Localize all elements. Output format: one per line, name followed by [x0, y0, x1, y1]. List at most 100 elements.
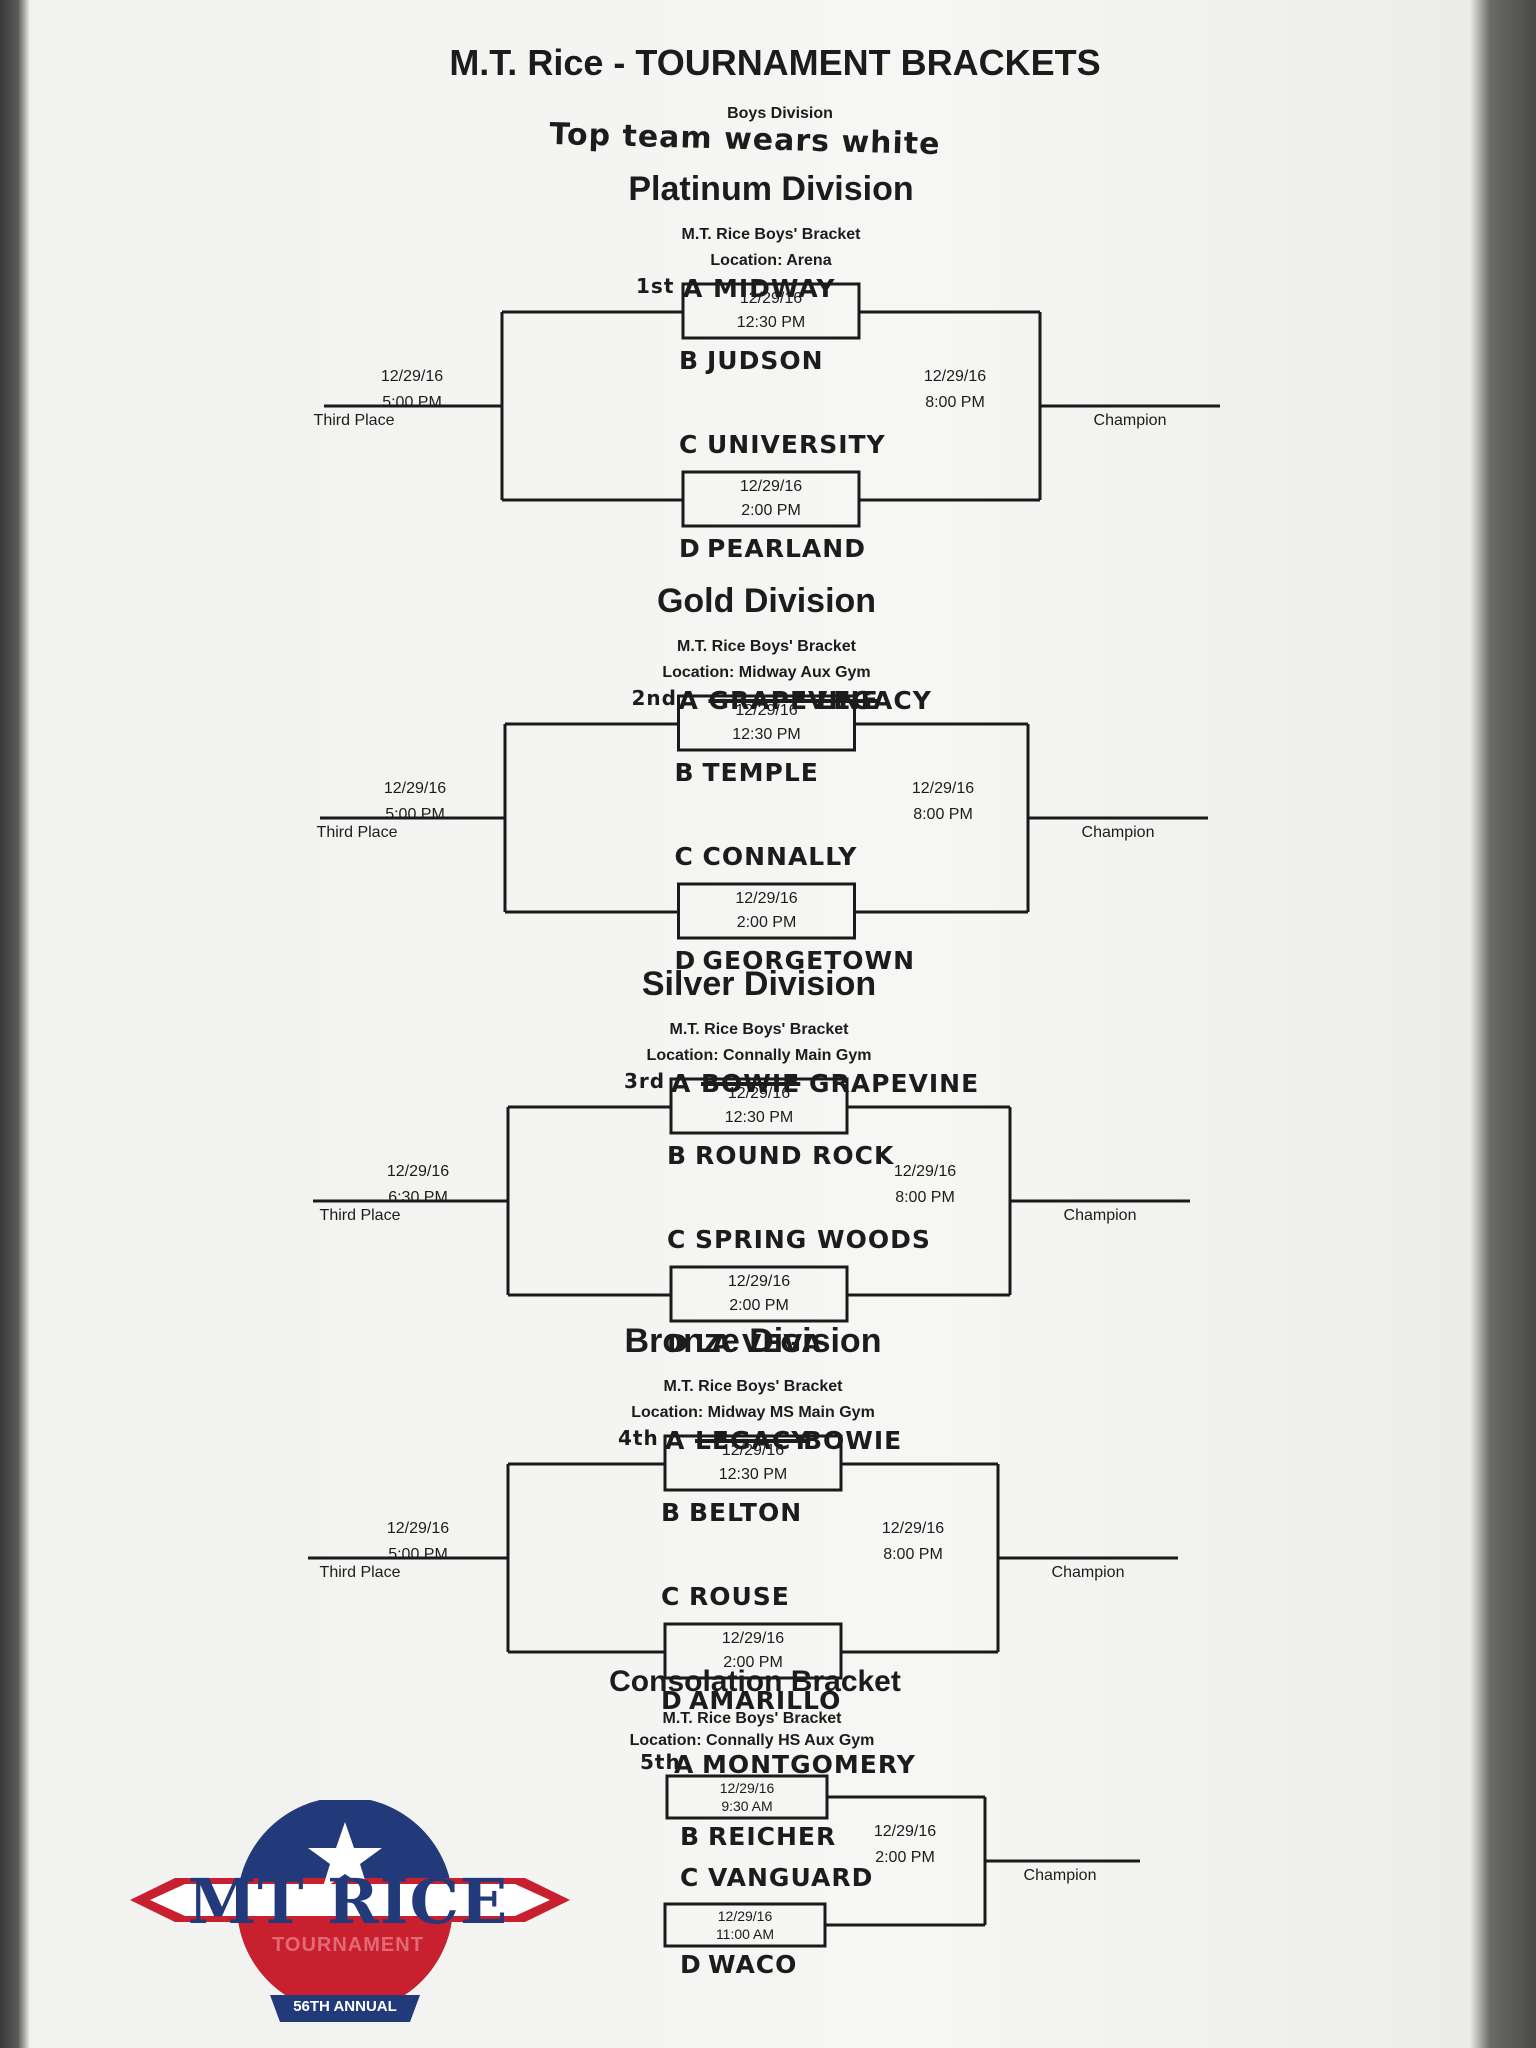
- game-2-date: 12/29/16: [735, 890, 798, 907]
- team-c-prefix: C: [667, 1225, 687, 1254]
- team-a-prefix: A: [671, 1069, 692, 1098]
- third-place-label: Third Place: [319, 1564, 401, 1581]
- location-label: Location: Connally Main Gym: [646, 1047, 872, 1064]
- team-b-prefix: B: [680, 1822, 701, 1851]
- location-label: Location: Arena: [710, 252, 832, 269]
- team-d-prefix: D: [674, 946, 697, 975]
- team-d-prefix: D: [667, 1329, 689, 1358]
- seed-label: 4th: [618, 1426, 659, 1450]
- third-place-label: Third Place: [316, 824, 398, 841]
- team-d-name: LA VEGA: [695, 1329, 823, 1358]
- poster-title: M.T. Rice - TOURNAMENT BRACKETS: [449, 42, 1101, 83]
- bracket-label: M.T. Rice Boys' Bracket: [663, 1378, 843, 1395]
- bracket-label: M.T. Rice Boys' Bracket: [662, 1710, 842, 1727]
- game-2-date: 12/29/16: [721, 1630, 785, 1647]
- champion-label: Champion: [1051, 1564, 1125, 1581]
- seed-label: 3rd: [624, 1069, 666, 1093]
- team-b-name: TEMPLE: [702, 758, 819, 787]
- champion-label: Champion: [1063, 1207, 1137, 1224]
- game-2-time: 11:00 AM: [715, 1926, 775, 1942]
- team-b-prefix: B: [674, 758, 695, 787]
- championship-time: 8:00 PM: [913, 806, 973, 823]
- poster-subtitle: Boys Division: [727, 105, 833, 122]
- team-a-name: MIDWAY: [713, 274, 836, 303]
- team-a-prefix: A: [683, 274, 704, 303]
- game-1-date: 12/29/16: [739, 290, 803, 307]
- championship-date: 12/29/16: [911, 780, 975, 797]
- game-1-time: 12:30 PM: [732, 726, 801, 743]
- championship-time: 8:00 PM: [883, 1546, 943, 1563]
- game-2-date: 12/29/16: [727, 1273, 791, 1290]
- team-d-name: PEARLAND: [707, 534, 866, 563]
- third-place-label: Third Place: [319, 1207, 401, 1224]
- team-c-name: SPRING WOODS: [695, 1225, 931, 1254]
- game-1-date: 12/29/16: [735, 702, 798, 719]
- logo-graphic: [130, 1800, 570, 2022]
- team-d-name: GEORGETOWN: [702, 946, 916, 975]
- third-place-time: 6:30 PM: [388, 1189, 448, 1206]
- championship-time: 8:00 PM: [925, 394, 985, 411]
- team-d-prefix: D: [661, 1686, 683, 1715]
- bracket-label: M.T. Rice Boys' Bracket: [681, 226, 861, 243]
- logo-sub-text: TOURNAMENT: [272, 1934, 424, 1956]
- third-place-date: 12/29/16: [380, 368, 444, 385]
- championship-date: 12/29/16: [873, 1823, 937, 1840]
- championship-time: 2:00 PM: [875, 1849, 935, 1866]
- team-b-name: BELTON: [689, 1498, 803, 1527]
- game-1-time: 12:30 PM: [724, 1109, 794, 1126]
- third-place-time: 5:00 PM: [385, 806, 445, 823]
- location-label: Location: Connally HS Aux Gym: [629, 1732, 875, 1749]
- third-place-date: 12/29/16: [386, 1163, 450, 1180]
- third-place-date: 12/29/16: [383, 780, 447, 797]
- team-c-name: VANGUARD: [708, 1863, 874, 1892]
- game-2-time: 2:00 PM: [729, 1297, 789, 1314]
- logo-banner-text: 56TH ANNUAL: [293, 1998, 397, 2015]
- third-place-label: Third Place: [313, 412, 395, 429]
- star-icon: [308, 1822, 382, 1890]
- team-d-name: WACO: [708, 1950, 798, 1979]
- championship-time: 8:00 PM: [895, 1189, 955, 1206]
- team-d-prefix: D: [680, 1950, 702, 1979]
- third-place-date: 12/29/16: [386, 1520, 450, 1537]
- location-label: Location: Midway MS Main Gym: [631, 1404, 875, 1421]
- third-place-time: 5:00 PM: [388, 1546, 448, 1563]
- championship-date: 12/29/16: [893, 1163, 957, 1180]
- team-c-prefix: C: [661, 1582, 681, 1611]
- team-a-prefix: A: [674, 1750, 695, 1779]
- champion-label: Champion: [1093, 412, 1167, 429]
- division-title: Consolation Bracket: [609, 1665, 901, 1698]
- team-a-struck-name: LEGACY: [695, 1426, 811, 1455]
- team-b-prefix: B: [667, 1141, 688, 1170]
- champion-label: Champion: [1081, 824, 1155, 841]
- game-1-date: 12/29/16: [727, 1085, 791, 1102]
- team-b-name: REICHER: [708, 1822, 837, 1851]
- game-1-date: 12/29/16: [719, 1780, 775, 1796]
- division-title: Gold Division: [656, 582, 877, 620]
- seed-label: 1st: [636, 274, 675, 298]
- bracket-label: M.T. Rice Boys' Bracket: [677, 638, 856, 655]
- team-c-name: ROUSE: [689, 1582, 790, 1611]
- division-title: Silver Division: [641, 965, 877, 1003]
- game-1-time: 12:30 PM: [718, 1466, 788, 1483]
- team-a-prefix: A: [665, 1426, 686, 1455]
- team-a-name: GRAPEVINE: [809, 1069, 980, 1098]
- location-label: Location: Midway Aux Gym: [662, 664, 871, 681]
- game-1-time: 9:30 AM: [721, 1798, 773, 1814]
- team-c-prefix: C: [680, 1863, 700, 1892]
- logo-main-text: MT RICE: [187, 1865, 509, 1938]
- team-b-prefix: B: [661, 1498, 682, 1527]
- seed-label: 2nd: [631, 686, 677, 710]
- bracket-label: M.T. Rice Boys' Bracket: [669, 1021, 849, 1038]
- game-2-date: 12/29/16: [717, 1908, 773, 1924]
- game-2-time: 2:00 PM: [723, 1654, 783, 1671]
- team-c-name: CONNALLY: [702, 842, 858, 871]
- game-1-time: 12:30 PM: [736, 314, 806, 331]
- team-c-prefix: C: [674, 842, 694, 871]
- team-b-prefix: B: [679, 346, 700, 375]
- team-a-name: LEGACY: [816, 686, 932, 715]
- team-b-name: ROUND ROCK: [695, 1141, 895, 1170]
- game-2-time: 2:00 PM: [741, 502, 801, 519]
- team-a-prefix: A: [678, 686, 699, 715]
- championship-date: 12/29/16: [881, 1520, 945, 1537]
